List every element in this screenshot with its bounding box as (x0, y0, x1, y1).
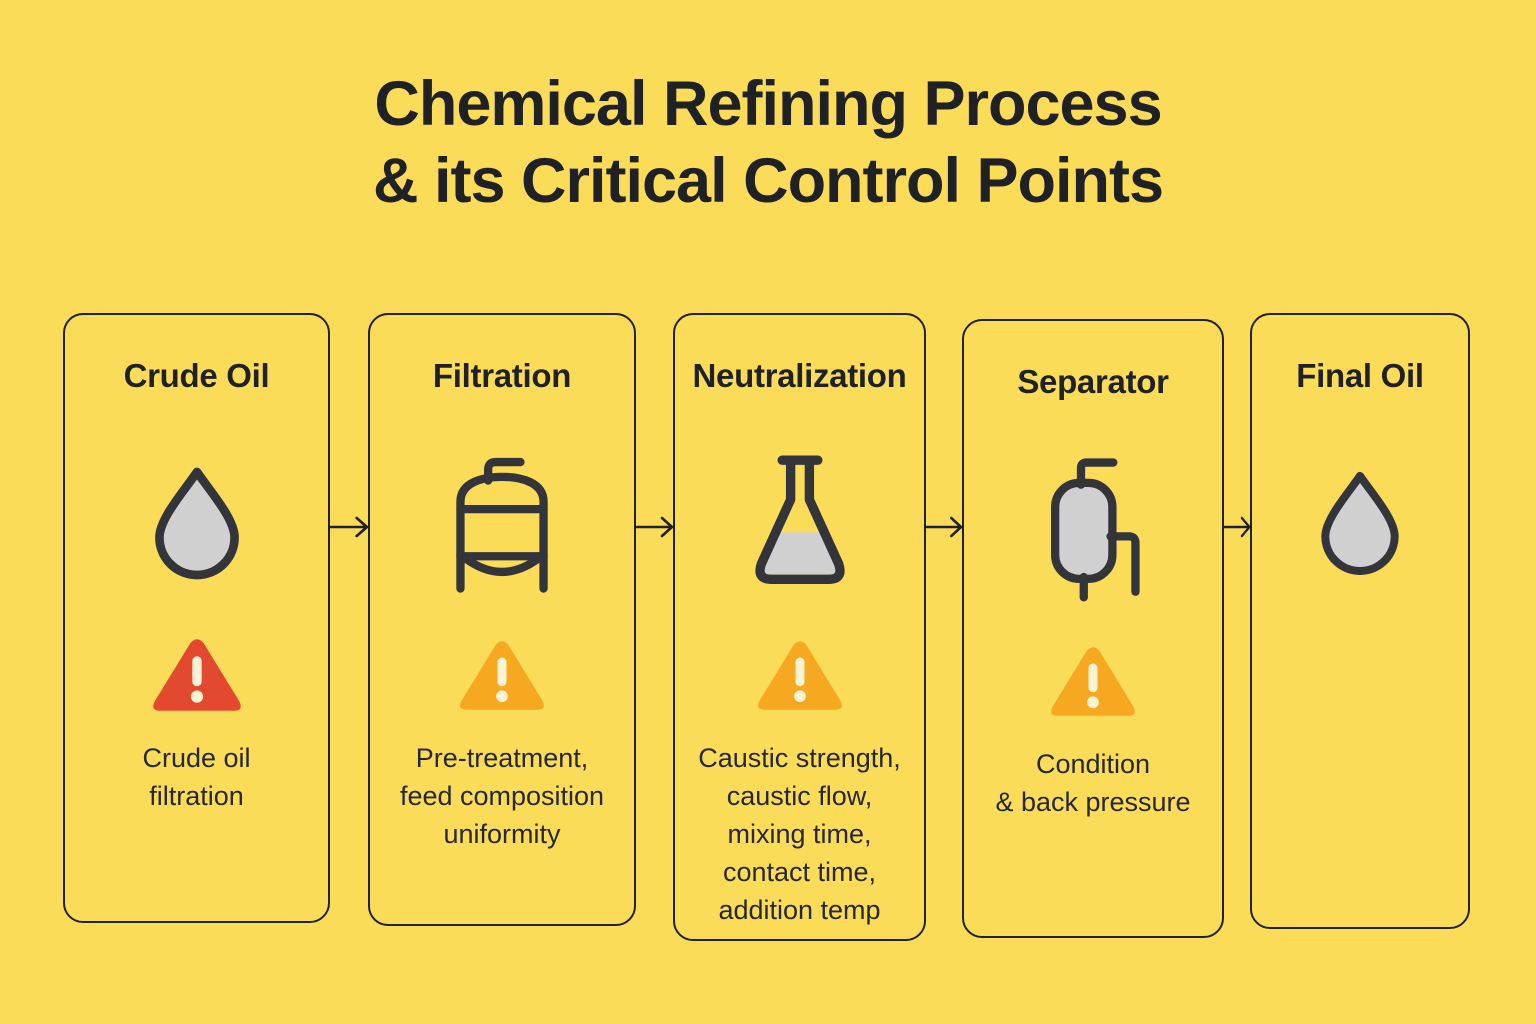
control-points-text: Pre-treatment, feed composition uniformi… (399, 743, 605, 849)
step-card-filtration: Filtration Pre-treatment, feed compositi… (368, 313, 636, 926)
warning-slot (964, 635, 1222, 727)
erlenmeyer-flask-icon (754, 455, 845, 584)
arrow-right-icon (636, 514, 674, 540)
step-title: Filtration (432, 357, 572, 394)
step-icon-slot (964, 452, 1222, 606)
step-icon-slot (370, 446, 634, 600)
warning-triangle-icon (460, 640, 544, 710)
step-title: Separator (1017, 363, 1169, 400)
step-title: Final Oil (1296, 357, 1424, 394)
warning-slot (370, 629, 634, 721)
page-title-line2: & its Critical Control Points (372, 146, 1164, 216)
step-icon-slot (675, 446, 924, 600)
control-points-text: Caustic strength, caustic flow, mixing t… (698, 743, 901, 925)
arrow-right-icon (926, 514, 963, 540)
oil-drop-icon (1321, 471, 1399, 575)
warning-slot (675, 629, 924, 721)
warning-slot (65, 629, 328, 721)
step-card-neutralization: Neutralization Caustic strength, caustic… (673, 313, 926, 941)
step-card-separator: Separator Condition & back pressure (962, 319, 1224, 938)
separator-vessel-icon (1051, 458, 1140, 602)
page-title-line1: Chemical Refining Process (374, 69, 1162, 139)
step-card-crude-oil: Crude Oil Crude oil filtration (63, 313, 330, 923)
arrow-right-icon (330, 514, 369, 540)
control-points-text: Crude oil filtration (142, 743, 251, 811)
step-title: Crude Oil (123, 357, 270, 394)
page-title: Chemical Refining Process & its Critical… (0, 66, 1536, 220)
warning-triangle-icon (152, 639, 241, 711)
step-card-final-oil: Final Oil (1250, 313, 1470, 929)
step-icon-slot (65, 446, 328, 600)
step-icon-slot (1252, 446, 1468, 600)
arrow-right-icon (1222, 514, 1251, 540)
warning-triangle-icon (1051, 646, 1135, 716)
oil-drop-icon (154, 467, 239, 580)
filter-tank-icon (456, 457, 548, 593)
warning-triangle-icon (757, 640, 842, 710)
step-title: Neutralization (692, 357, 907, 394)
control-points-text: Condition & back pressure (995, 749, 1191, 817)
